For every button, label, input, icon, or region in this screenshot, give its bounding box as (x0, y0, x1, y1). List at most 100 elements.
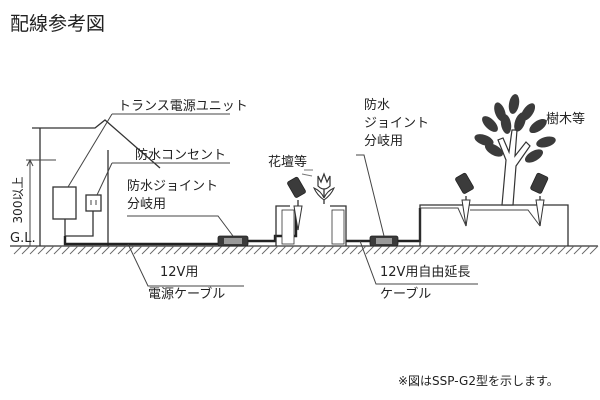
hatch-stroke (589, 245, 599, 255)
outlet-leader (96, 162, 113, 196)
hatch-stroke (493, 245, 503, 255)
hatch-stroke (213, 245, 223, 255)
hatch-stroke (333, 245, 343, 255)
hatch-stroke (469, 245, 479, 255)
hatch-stroke (445, 245, 455, 255)
spotlight-flowerbed (287, 169, 313, 231)
hatch-stroke (357, 245, 367, 255)
main-12v-cable (63, 210, 298, 246)
hatch-stroke (533, 245, 543, 255)
hatch-stroke (581, 245, 591, 255)
hatch-stroke (229, 245, 239, 255)
hatch-stroke (405, 245, 415, 255)
hatch-stroke (69, 245, 79, 255)
hatch-stroke (93, 245, 103, 255)
joint-right-label-2: ジョイント (364, 116, 429, 131)
footnote: ※図はSSP-G2型を示します。 (398, 374, 559, 388)
extension-label-2: ケーブル (380, 286, 431, 302)
hatch-stroke (325, 245, 335, 255)
hatch-stroke (77, 245, 87, 255)
hatch-stroke (341, 245, 351, 255)
joint-right (369, 235, 399, 247)
spotlight-tree-right-spike (535, 199, 545, 227)
hatch-stroke (29, 245, 39, 255)
hatch-stroke (429, 245, 439, 255)
hatch-stroke (285, 245, 295, 255)
leaf-icon (500, 114, 512, 134)
leaf-icon (524, 149, 544, 163)
hatch-stroke (181, 245, 191, 255)
spotlight-flowerbed-head (287, 176, 306, 198)
hatch-stroke (549, 245, 559, 255)
hatch-stroke (61, 245, 71, 255)
flower-leaf-left (313, 187, 325, 201)
hatch-stroke (565, 245, 575, 255)
hatch-stroke (349, 245, 359, 255)
spotlight-tree-right-head (530, 172, 549, 194)
power-cord (64, 211, 94, 237)
hatch-stroke (477, 245, 487, 255)
hatch-stroke (109, 245, 119, 255)
joint-right-label-1: 防水 (364, 97, 390, 113)
hatch-stroke (133, 245, 143, 255)
hatch-stroke (165, 245, 175, 255)
cable-label-1: 12V用 (160, 265, 198, 280)
hatch-stroke (309, 245, 319, 255)
hatch-stroke (437, 245, 447, 255)
hatch-stroke (381, 245, 391, 255)
flower-bed-post-left (281, 209, 295, 245)
hatch-stroke (21, 245, 31, 255)
spotlight-tree-left-head (455, 172, 474, 194)
leaf-icon (529, 118, 547, 134)
hatch-stroke (221, 245, 231, 255)
leaf-icon (474, 134, 494, 146)
hatch-stroke (245, 245, 255, 255)
hatch-stroke (253, 245, 263, 255)
flower-bed-label: 花壇等 (268, 154, 307, 170)
joint-left-label-1: 防水ジョイント (127, 178, 218, 194)
leaf-icon (514, 112, 526, 132)
hatch-stroke (101, 245, 111, 255)
leaf-icon (482, 116, 498, 132)
hatch-stroke (485, 245, 495, 255)
flower-bed-post-right (331, 209, 345, 245)
joint-left-label-2: 分岐用 (127, 197, 166, 212)
hatch-stroke (13, 245, 23, 255)
cable-label-2: 電源ケーブル (148, 286, 225, 302)
tree-planter (419, 94, 569, 246)
tree-spotlight-cables (420, 207, 541, 227)
cable-leader (127, 243, 244, 287)
joint-left (217, 235, 249, 247)
flower-tulip-icon (317, 172, 331, 190)
leaf-icon (484, 143, 504, 157)
hatch-stroke (125, 245, 135, 255)
hatch-stroke (373, 245, 383, 255)
house (32, 119, 161, 246)
hatch-stroke (301, 245, 311, 255)
waterproof-outlet (85, 194, 102, 212)
joint-left-leader (127, 215, 234, 237)
hatch-stroke (261, 245, 271, 255)
ground (10, 245, 599, 255)
height-label: 300以上 (11, 177, 25, 224)
tree-planter-wall (419, 204, 569, 246)
hatch-stroke (37, 245, 47, 255)
hatch-stroke (525, 245, 535, 255)
tree-leaves (474, 94, 556, 163)
waterproof-outlet-label: 防水コンセント (135, 147, 226, 163)
hatch-stroke (45, 245, 55, 255)
trees-label: 樹木等 (546, 111, 585, 127)
hatch-stroke (365, 245, 375, 255)
transformer-unit (52, 186, 77, 220)
hatch-stroke (317, 245, 327, 255)
hatch-stroke (141, 245, 151, 255)
hatch-stroke (389, 245, 399, 255)
hatch-stroke (53, 245, 63, 255)
hatch-stroke (509, 245, 519, 255)
hatch-stroke (173, 245, 183, 255)
hatch-stroke (557, 245, 567, 255)
ground-level-label: G.L. (10, 231, 36, 246)
hatch-stroke (461, 245, 471, 255)
